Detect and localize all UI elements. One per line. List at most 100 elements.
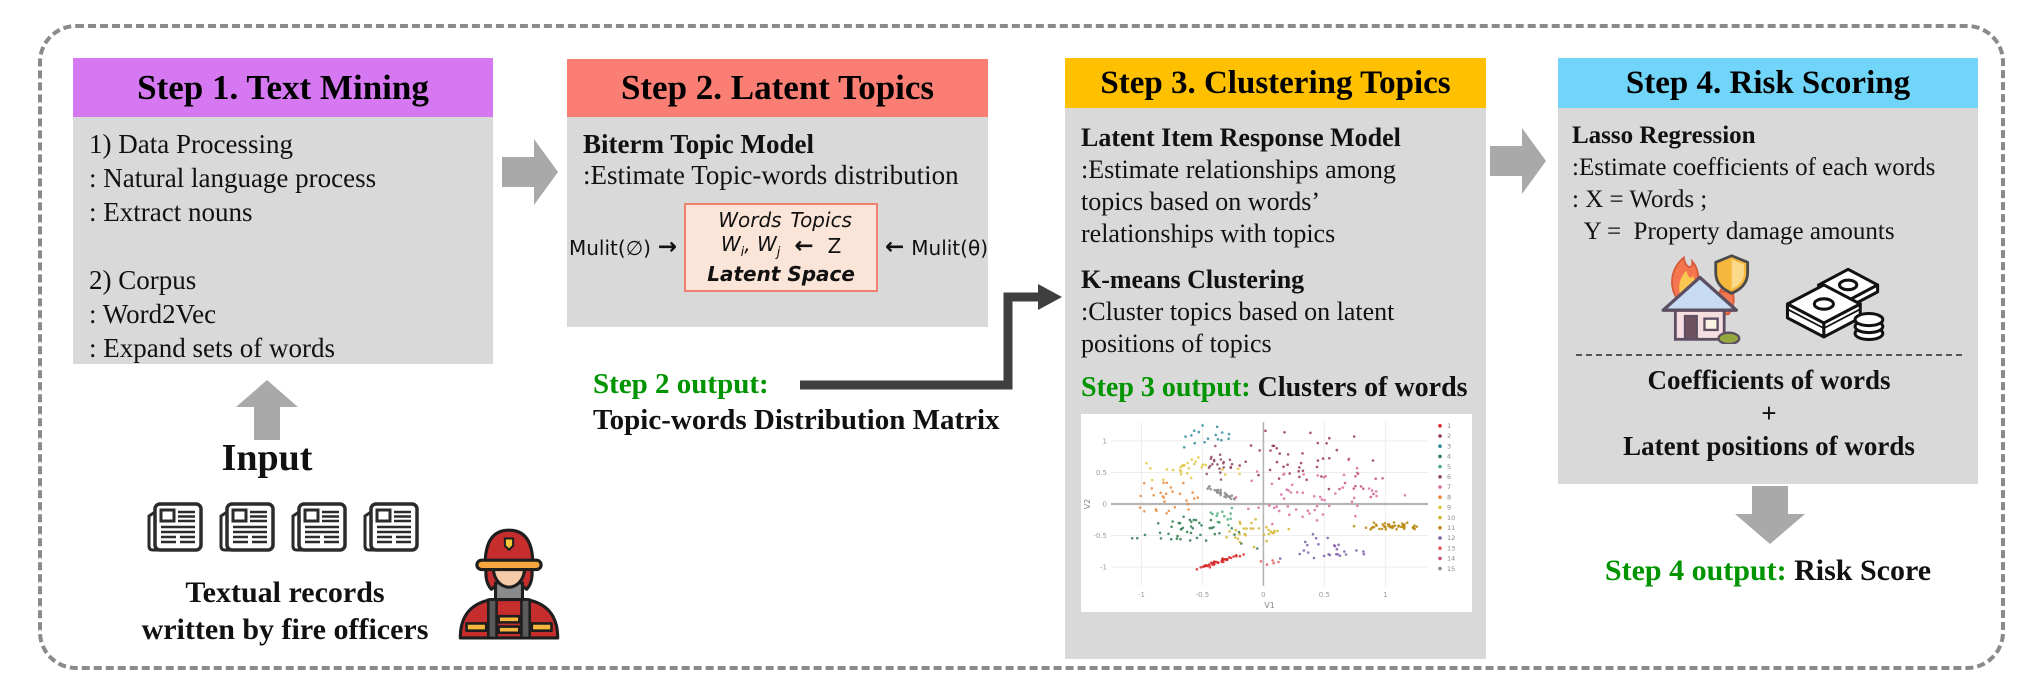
flow-arrow-right-icon xyxy=(502,139,558,205)
newspaper-icon xyxy=(291,502,347,552)
input-caption: Textual records written by fire officers xyxy=(93,574,477,648)
step2-header: Step 2. Latent Topics xyxy=(567,59,988,117)
step3-output-label: Step 3 output: xyxy=(1081,372,1251,403)
step1-text-line: 1) Data Processing xyxy=(89,129,293,159)
step1-text-line xyxy=(89,231,493,265)
svg-text:9: 9 xyxy=(1447,504,1451,512)
step4-sum-line: Coefficients of words xyxy=(1647,365,1891,395)
step3-panel: Step 3. Clustering Topics Latent Item Re… xyxy=(1065,58,1486,659)
step1-text-line: : Natural language process xyxy=(89,163,377,193)
step3-model1-name: Latent Item Response Model xyxy=(1081,123,1401,152)
svg-text:-0.5: -0.5 xyxy=(1196,591,1210,599)
arrow-right-icon: → xyxy=(657,234,678,260)
svg-text:5: 5 xyxy=(1447,463,1451,471)
svg-text:15: 15 xyxy=(1447,565,1455,573)
step4-output-label: Step 4 output: xyxy=(1604,554,1787,587)
firefighter-icon xyxy=(458,528,560,640)
step2-model-desc: :Estimate Topic-words distribution xyxy=(583,160,959,190)
step4-sum-line: Latent positions of words xyxy=(1623,431,1915,461)
step4-header: Step 4. Risk Scoring xyxy=(1558,58,1978,108)
newspaper-icon xyxy=(147,502,203,552)
words-column-label: Words xyxy=(718,208,782,232)
svg-text:0.5: 0.5 xyxy=(1319,591,1330,599)
step4-output-value: Risk Score xyxy=(1794,554,1932,587)
svg-text:0: 0 xyxy=(1261,591,1265,599)
svg-text:0: 0 xyxy=(1103,501,1107,509)
topic-variable: Z xyxy=(827,234,842,258)
step3-output-value: Clusters of words xyxy=(1257,372,1468,403)
svg-text:6: 6 xyxy=(1447,473,1451,481)
svg-text:11: 11 xyxy=(1447,524,1455,532)
step1-text-line: 2) Corpus xyxy=(89,265,197,295)
mult-phi-label: Mulit(∅) xyxy=(569,235,651,260)
step3-body: Latent Item Response Model :Estimate rel… xyxy=(1065,108,1486,659)
step2-output-label: Step 2 output: xyxy=(593,368,769,400)
dashed-divider xyxy=(1576,354,1962,356)
step4-body: Lasso Regression :Estimate coefficients … xyxy=(1558,108,1978,484)
svg-text:10: 10 xyxy=(1447,514,1455,522)
money-stack-coins-icon xyxy=(1785,267,1885,342)
input-documents xyxy=(143,497,423,557)
step3-output: Step 3 output: Clusters of words xyxy=(1081,372,1472,404)
step2-output-value: Topic-words Distribution Matrix xyxy=(593,404,1000,437)
step3-model1-desc: topics based on words’ xyxy=(1081,187,1321,216)
step4-output: Step 4 output: Risk Score xyxy=(1558,552,1978,590)
svg-text:4: 4 xyxy=(1447,453,1451,461)
latent-space-label: Latent Space xyxy=(707,262,855,286)
svg-text:12: 12 xyxy=(1447,534,1455,542)
step2-body: Biterm Topic Model :Estimate Topic-words… xyxy=(567,117,988,327)
burning-house-shield-icon xyxy=(1661,254,1750,344)
svg-text:0.5: 0.5 xyxy=(1096,469,1107,477)
flow-arrow-right-icon xyxy=(1490,128,1546,194)
svg-text:1: 1 xyxy=(1383,591,1387,599)
step1-header: Step 1. Text Mining xyxy=(73,58,493,117)
step3-model1-desc: :Estimate relationships among xyxy=(1081,155,1396,184)
step1-text-line: : Extract nouns xyxy=(89,197,253,227)
flow-arrow-down-icon xyxy=(1735,486,1805,544)
step3-title: Step 3. Clustering Topics xyxy=(1100,64,1451,101)
topics-column-label: Topics xyxy=(790,208,852,232)
svg-text:2: 2 xyxy=(1447,432,1451,440)
arrow-left-icon: ← xyxy=(884,234,905,260)
arrow-left-icon: ← xyxy=(794,232,814,259)
flow-arrow-up-icon xyxy=(236,380,298,440)
step3-header: Step 3. Clustering Topics xyxy=(1065,58,1486,108)
newspaper-icon xyxy=(363,502,419,552)
svg-text:8: 8 xyxy=(1447,493,1451,501)
step4-icons xyxy=(1572,252,1966,344)
latent-space-box: Words Topics Wi, Wj ← Z Latent Space xyxy=(684,203,878,292)
svg-text:-1: -1 xyxy=(1138,591,1145,599)
step4-desc-line: Y = Property damage amounts xyxy=(1572,218,1895,245)
step4-title: Step 4. Risk Scoring xyxy=(1625,64,1911,101)
svg-text:14: 14 xyxy=(1447,555,1455,563)
step1-text-line: : Expand sets of words xyxy=(89,333,335,363)
input-title: Input xyxy=(221,437,313,479)
step2-title: Step 2. Latent Topics xyxy=(620,68,935,107)
step1-title: Step 1. Text Mining xyxy=(137,67,429,107)
newspaper-icon xyxy=(219,502,275,552)
svg-text:3: 3 xyxy=(1447,442,1451,450)
mult-theta-label: Mulit(θ) xyxy=(911,235,988,260)
elbow-connector-arrow-icon xyxy=(800,284,1062,390)
word-variables: Wi, Wj xyxy=(720,232,781,260)
step3-model2-name: K-means Clustering xyxy=(1081,265,1305,294)
input-caption-line: Textual records xyxy=(185,576,385,609)
step2-output: Step 2 output: Topic-words Distribution … xyxy=(593,366,1113,439)
step4-desc-line: : X = Words ; xyxy=(1572,186,1708,213)
svg-text:1: 1 xyxy=(1447,422,1451,430)
step1-panel: Step 1. Text Mining 1) Data Processing :… xyxy=(73,58,493,364)
outer-dashed-border xyxy=(38,24,2005,670)
step4-model-name: Lasso Regression xyxy=(1572,122,1756,149)
svg-text:V1: V1 xyxy=(1264,601,1275,610)
step4-desc-line: :Estimate coefficients of each words xyxy=(1572,154,1936,181)
svg-text:V2: V2 xyxy=(1083,499,1092,510)
step1-text-line: : Word2Vec xyxy=(89,299,217,329)
input-caption-line: written by fire officers xyxy=(141,613,429,646)
plus-sign: + xyxy=(1761,398,1777,428)
step1-body: 1) Data Processing : Natural language pr… xyxy=(73,117,493,364)
svg-text:13: 13 xyxy=(1447,544,1455,552)
step2-model-name: Biterm Topic Model xyxy=(583,129,814,159)
step3-model2-desc: positions of topics xyxy=(1081,329,1272,358)
